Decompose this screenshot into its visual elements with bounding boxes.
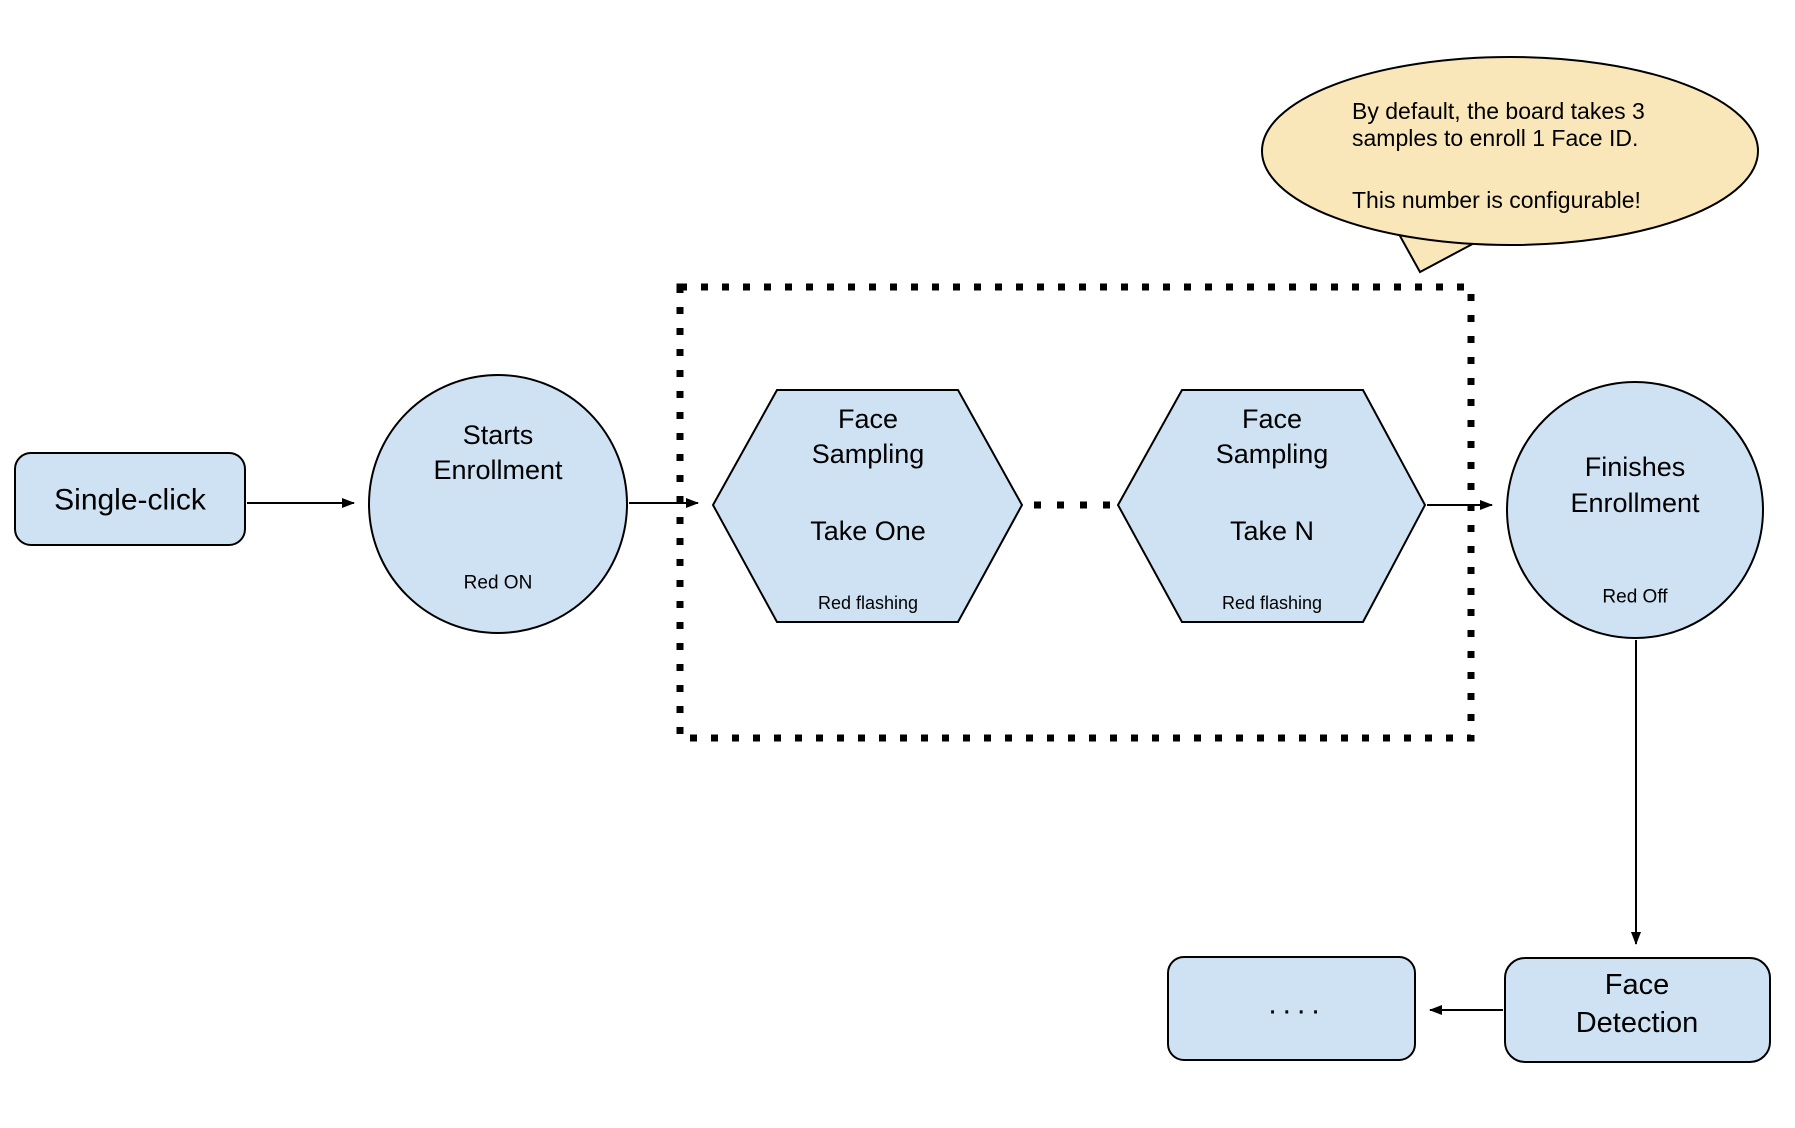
callout-line-1: By default, the board takes 3 [1352, 98, 1645, 124]
finishes-enrollment-node [1506, 381, 1764, 639]
face-detection-node [1504, 957, 1771, 1063]
continuation-label: .... [1268, 988, 1325, 1021]
starts-enrollment-node [368, 374, 628, 634]
finishes-enrollment-status: Red Off [1602, 587, 1668, 608]
callout-bubble [1261, 56, 1759, 246]
face-sampling-one-line-3: Take One [810, 516, 926, 546]
finishes-enrollment-line-2: Enrollment [1570, 488, 1700, 518]
face-sampling-one-node [711, 389, 1024, 623]
callout-line-3: This number is configurable! [1352, 187, 1641, 213]
starts-enrollment-line-1: Starts [463, 420, 534, 450]
starts-enrollment-status: Red ON [464, 573, 533, 594]
starts-enrollment-line-2: Enrollment [433, 455, 563, 485]
face-detection-line-1: Face [1605, 969, 1669, 1001]
face-sampling-one-line-2: Sampling [812, 439, 925, 469]
face-sampling-one-line-1: Face [838, 404, 898, 434]
face-sampling-n-node [1116, 389, 1427, 623]
callout-line-2: samples to enroll 1 Face ID. [1352, 125, 1638, 151]
face-sampling-n-line-1: Face [1242, 404, 1302, 434]
face-sampling-n-status: Red flashing [1222, 593, 1322, 613]
continuation-node [1167, 956, 1416, 1061]
face-sampling-n-line-2: Sampling [1216, 439, 1329, 469]
finishes-enrollment-line-1: Finishes [1585, 452, 1686, 482]
face-sampling-one-status: Red flashing [818, 593, 918, 613]
face-sampling-n-line-3: Take N [1230, 516, 1314, 546]
single-click-label: Single-click [54, 484, 207, 517]
face-detection-line-2: Detection [1576, 1007, 1699, 1039]
single-click-node [14, 452, 246, 546]
